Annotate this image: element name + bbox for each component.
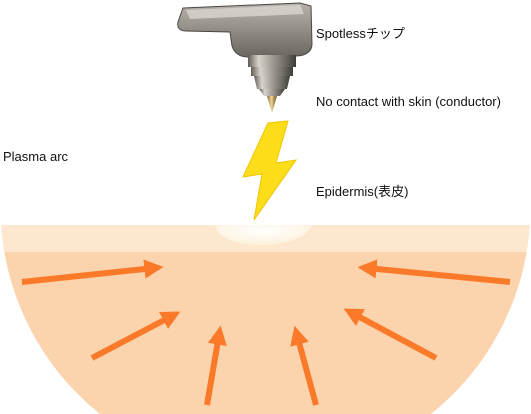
plasma-device-tip [177, 2, 313, 113]
lightning-bolt-icon [242, 120, 298, 221]
skin-section [0, 225, 531, 414]
ablation-crater [215, 225, 312, 246]
orange-arrow-icon [21, 259, 164, 285]
orange-arrow-icon [90, 311, 181, 361]
epidermis-label: Epidermis(表皮) [316, 184, 409, 199]
tip-label: Spotlessチップ [316, 26, 405, 41]
dermis-layer [0, 252, 531, 414]
device-nozzle [254, 76, 290, 89]
plasma-arc-label: Plasma arc [3, 149, 69, 164]
orange-arrow-icon [343, 308, 438, 361]
heat-arrows [21, 259, 511, 406]
no-contact-label: No contact with skin (conductor) [316, 94, 501, 109]
orange-arrow-icon [204, 325, 227, 406]
orange-arrow-icon [290, 325, 319, 406]
orange-arrow-icon [357, 259, 511, 285]
device-neck [248, 55, 296, 67]
